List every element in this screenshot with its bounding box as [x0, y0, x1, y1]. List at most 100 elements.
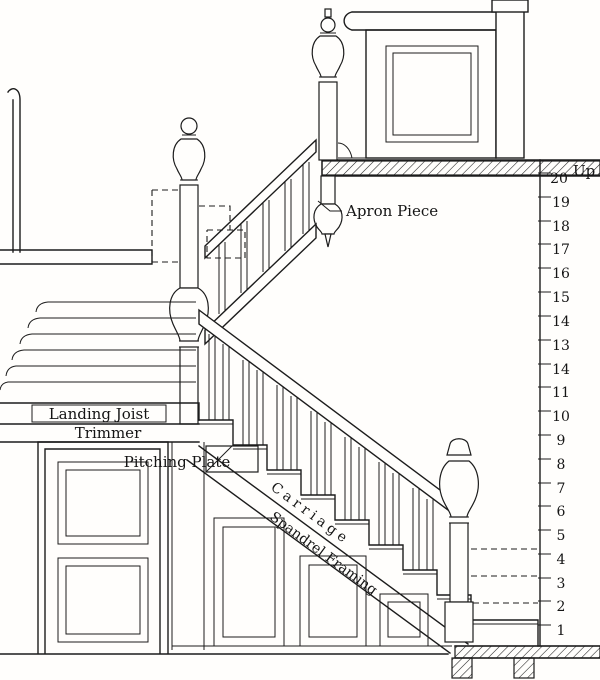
upper-floor-lines [321, 159, 600, 177]
upper-newel-drop-tip [324, 233, 332, 248]
moulding-lines [0, 301, 196, 391]
floor-joist-2 [513, 657, 535, 679]
spandrel-panel-3-outer [379, 593, 429, 647]
upper-newel-drop [313, 203, 343, 235]
label-trimmer: Trimmer [75, 424, 142, 442]
hidden-trimmer-dashes [151, 189, 246, 263]
landing-newel-rings-lower [179, 340, 199, 348]
door-panel-top-inner [65, 469, 141, 537]
riser-number-16: 4 [557, 552, 566, 568]
door-panel-top-outer [57, 461, 149, 545]
riser-number-11: 9 [557, 433, 566, 449]
riser-number-18: 2 [557, 599, 566, 615]
riser-number-13: 7 [557, 481, 566, 497]
upper-newel-shaft [318, 81, 338, 161]
balustrade-shoe [337, 142, 366, 159]
ground-floor [451, 645, 600, 679]
pitching-plate [171, 442, 259, 650]
upper-flight-handrail [204, 138, 317, 260]
bottom-newel-post [439, 438, 479, 643]
upper-newel-post [311, 8, 345, 248]
riser-number-3: 17 [552, 242, 570, 258]
spandrel-panel-2-outer [299, 555, 367, 647]
riser-number-2: 18 [552, 219, 570, 235]
upper-flight-balusters [218, 162, 310, 314]
door [0, 441, 449, 655]
riser-number-8: 14 [552, 362, 570, 378]
landing-handrail [0, 249, 153, 265]
lower-flight-balusters [208, 334, 434, 570]
apron-leader [317, 200, 342, 212]
riser-number-1: 19 [552, 195, 570, 211]
landing-joist-band [0, 402, 200, 443]
upper-flight-balustrade [204, 138, 317, 346]
hidden-framing-dashed [151, 189, 246, 263]
balustrade-panel-inner [392, 52, 472, 136]
label-up: Up [573, 162, 595, 180]
pitching-plate-posts [171, 442, 205, 650]
label-landing-joist: Landing Joist [49, 405, 150, 423]
landing-newel-shaft-upper [179, 184, 199, 289]
door-panel-bottom-outer [57, 557, 149, 643]
balustrade-cap-mould [343, 11, 501, 31]
riser-number-4: 16 [552, 266, 570, 282]
riser-number-15: 5 [557, 528, 566, 544]
bottom-newel-shaft [449, 522, 469, 603]
upper-right-post-cap [491, 0, 529, 13]
hidden-treads-dashed [471, 548, 538, 604]
upper-newel-below-floor [320, 175, 336, 205]
steps-outline [198, 419, 539, 647]
bottom-newel-cap-rings [447, 454, 471, 462]
apron-leader-line [317, 200, 342, 212]
ground-floor-hatch [454, 645, 600, 659]
wall-corner-post [7, 88, 21, 253]
riser-number-6: 14 [552, 314, 570, 330]
landing-newel-post [169, 117, 209, 425]
bottom-newel-base [444, 601, 474, 643]
landing-joist-box [31, 404, 167, 423]
upper-floor [321, 159, 600, 177]
landing-newel-rings [180, 179, 198, 186]
pitching-plate-end [205, 445, 233, 473]
landing-handrail-lines [0, 249, 153, 265]
spandrel-panels [172, 517, 452, 647]
floor-joist-1 [451, 657, 473, 679]
riser-number-17: 3 [557, 576, 566, 592]
landing-newel-vase [172, 138, 206, 181]
riser-number-14: 6 [557, 504, 566, 520]
riser-number-19: 1 [557, 623, 566, 639]
spandrel-panel-1-outer [213, 517, 285, 647]
upper-right-post [495, 0, 525, 159]
label-pitching-plate: Pitching Plate [124, 453, 231, 471]
riser-number-7: 13 [552, 338, 570, 354]
bottom-newel-rings [449, 516, 469, 524]
wall-corner-lines [7, 88, 21, 253]
balustrade-panel-outer [385, 45, 479, 143]
landing-band-lines [0, 402, 200, 443]
door-panel-bottom-inner [65, 565, 141, 635]
spandrel-panel-1-inner [222, 526, 276, 638]
landing-newel-knob [180, 117, 198, 135]
riser-number-0: 20 [550, 171, 568, 187]
upper-balustrade [337, 0, 529, 159]
spandrel-panel-2-inner [308, 564, 358, 638]
riser-number-10: 10 [552, 409, 570, 425]
riser-number-9: 11 [552, 385, 570, 401]
upper-newel-neck-rings [319, 76, 337, 83]
landing-newel-shaft-lower [179, 346, 199, 425]
bottom-newel-cap [446, 438, 472, 456]
right-wall [538, 159, 551, 647]
riser-scale: 20 19 18 17 16 15 14 13 14 11 10 9 8 7 6… [550, 171, 570, 639]
lower-flight-handrail [198, 308, 449, 512]
hidden-tread-dashes [471, 548, 538, 604]
upper-flight-string [204, 222, 317, 346]
door-frame [0, 441, 449, 655]
riser-number-12: 8 [557, 457, 566, 473]
riser-number-5: 15 [552, 290, 570, 306]
upper-newel-tip [324, 8, 332, 18]
spandrel-panel-3-inner [387, 601, 421, 638]
upper-newel-knob [320, 17, 336, 33]
label-apron-piece: Apron Piece [345, 202, 438, 220]
